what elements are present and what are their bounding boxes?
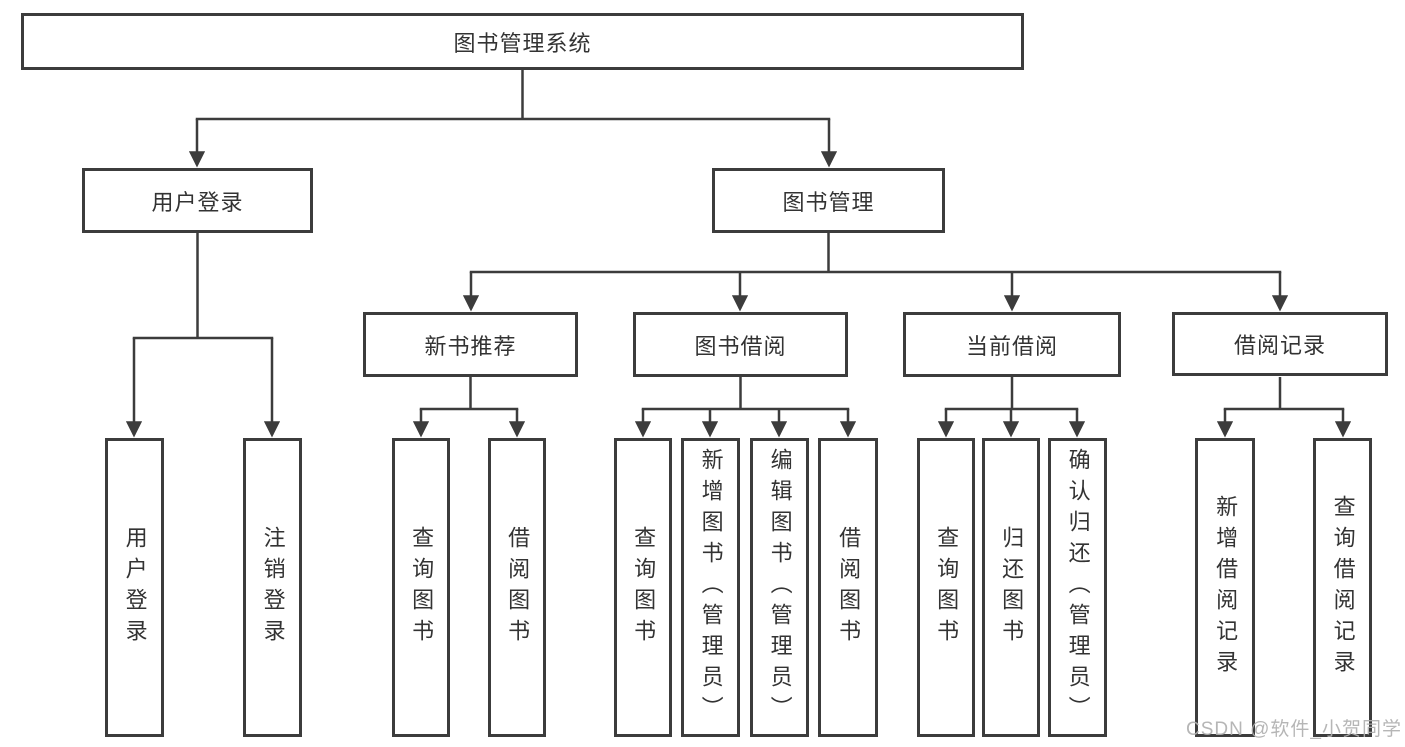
leaf-add-book-admin: 新增图书（管理员） xyxy=(681,438,740,737)
node-new-book-recommend-label: 新书推荐 xyxy=(424,333,517,359)
node-new-book-recommend: 新书推荐 xyxy=(363,312,578,377)
leaf-borrow-books-recommend: 借阅图书 xyxy=(488,438,546,737)
leaf-edit-book-admin-label: 编辑图书（管理员） xyxy=(767,448,793,727)
leaf-query-books-borrow: 查询图书 xyxy=(614,438,672,737)
node-user-login-label: 用户登录 xyxy=(151,189,244,215)
node-book-management: 图书管理 xyxy=(712,168,945,233)
leaf-return-books: 归还图书 xyxy=(982,438,1040,737)
leaf-query-borrow-record: 查询借阅记录 xyxy=(1313,438,1372,737)
node-borrowing-records: 借阅记录 xyxy=(1172,312,1388,376)
leaf-edit-book-admin: 编辑图书（管理员） xyxy=(750,438,809,737)
csdn-watermark: CSDN @软件_小贺同学 xyxy=(1186,719,1402,740)
leaf-borrow-books-label: 借阅图书 xyxy=(836,525,862,650)
node-user-login: 用户登录 xyxy=(82,168,313,233)
leaf-user-login: 用户登录 xyxy=(105,438,164,737)
leaf-query-books-recommend-label: 查询图书 xyxy=(409,525,435,650)
leaf-add-borrow-record: 新增借阅记录 xyxy=(1195,438,1255,737)
leaf-query-books-current: 查询图书 xyxy=(917,438,975,737)
leaf-borrow-books: 借阅图书 xyxy=(818,438,878,737)
leaf-query-borrow-record-label: 查询借阅记录 xyxy=(1330,494,1356,681)
leaf-confirm-return-admin-label: 确认归还（管理员） xyxy=(1065,448,1091,727)
leaf-borrow-books-recommend-label: 借阅图书 xyxy=(505,525,531,650)
node-current-borrowing: 当前借阅 xyxy=(903,312,1121,377)
node-book-management-label: 图书管理 xyxy=(782,189,875,215)
node-root-label: 图书管理系统 xyxy=(453,30,592,56)
node-borrowing-records-label: 借阅记录 xyxy=(1233,333,1326,358)
leaf-query-books-borrow-label: 查询图书 xyxy=(631,525,657,650)
node-book-borrowing: 图书借阅 xyxy=(633,312,848,377)
leaf-confirm-return-admin: 确认归还（管理员） xyxy=(1048,438,1107,737)
leaf-logout: 注销登录 xyxy=(243,438,302,737)
node-root: 图书管理系统 xyxy=(21,13,1024,70)
leaf-add-book-admin-label: 新增图书（管理员） xyxy=(698,448,724,727)
leaf-query-books-current-label: 查询图书 xyxy=(934,525,960,650)
leaf-user-login-label: 用户登录 xyxy=(122,525,148,650)
leaf-return-books-label: 归还图书 xyxy=(999,525,1025,650)
node-current-borrowing-label: 当前借阅 xyxy=(965,333,1058,359)
leaf-logout-label: 注销登录 xyxy=(260,525,286,650)
leaf-add-borrow-record-label: 新增借阅记录 xyxy=(1213,494,1239,681)
node-book-borrowing-label: 图书借阅 xyxy=(694,333,787,359)
leaf-query-books-recommend: 查询图书 xyxy=(392,438,450,737)
